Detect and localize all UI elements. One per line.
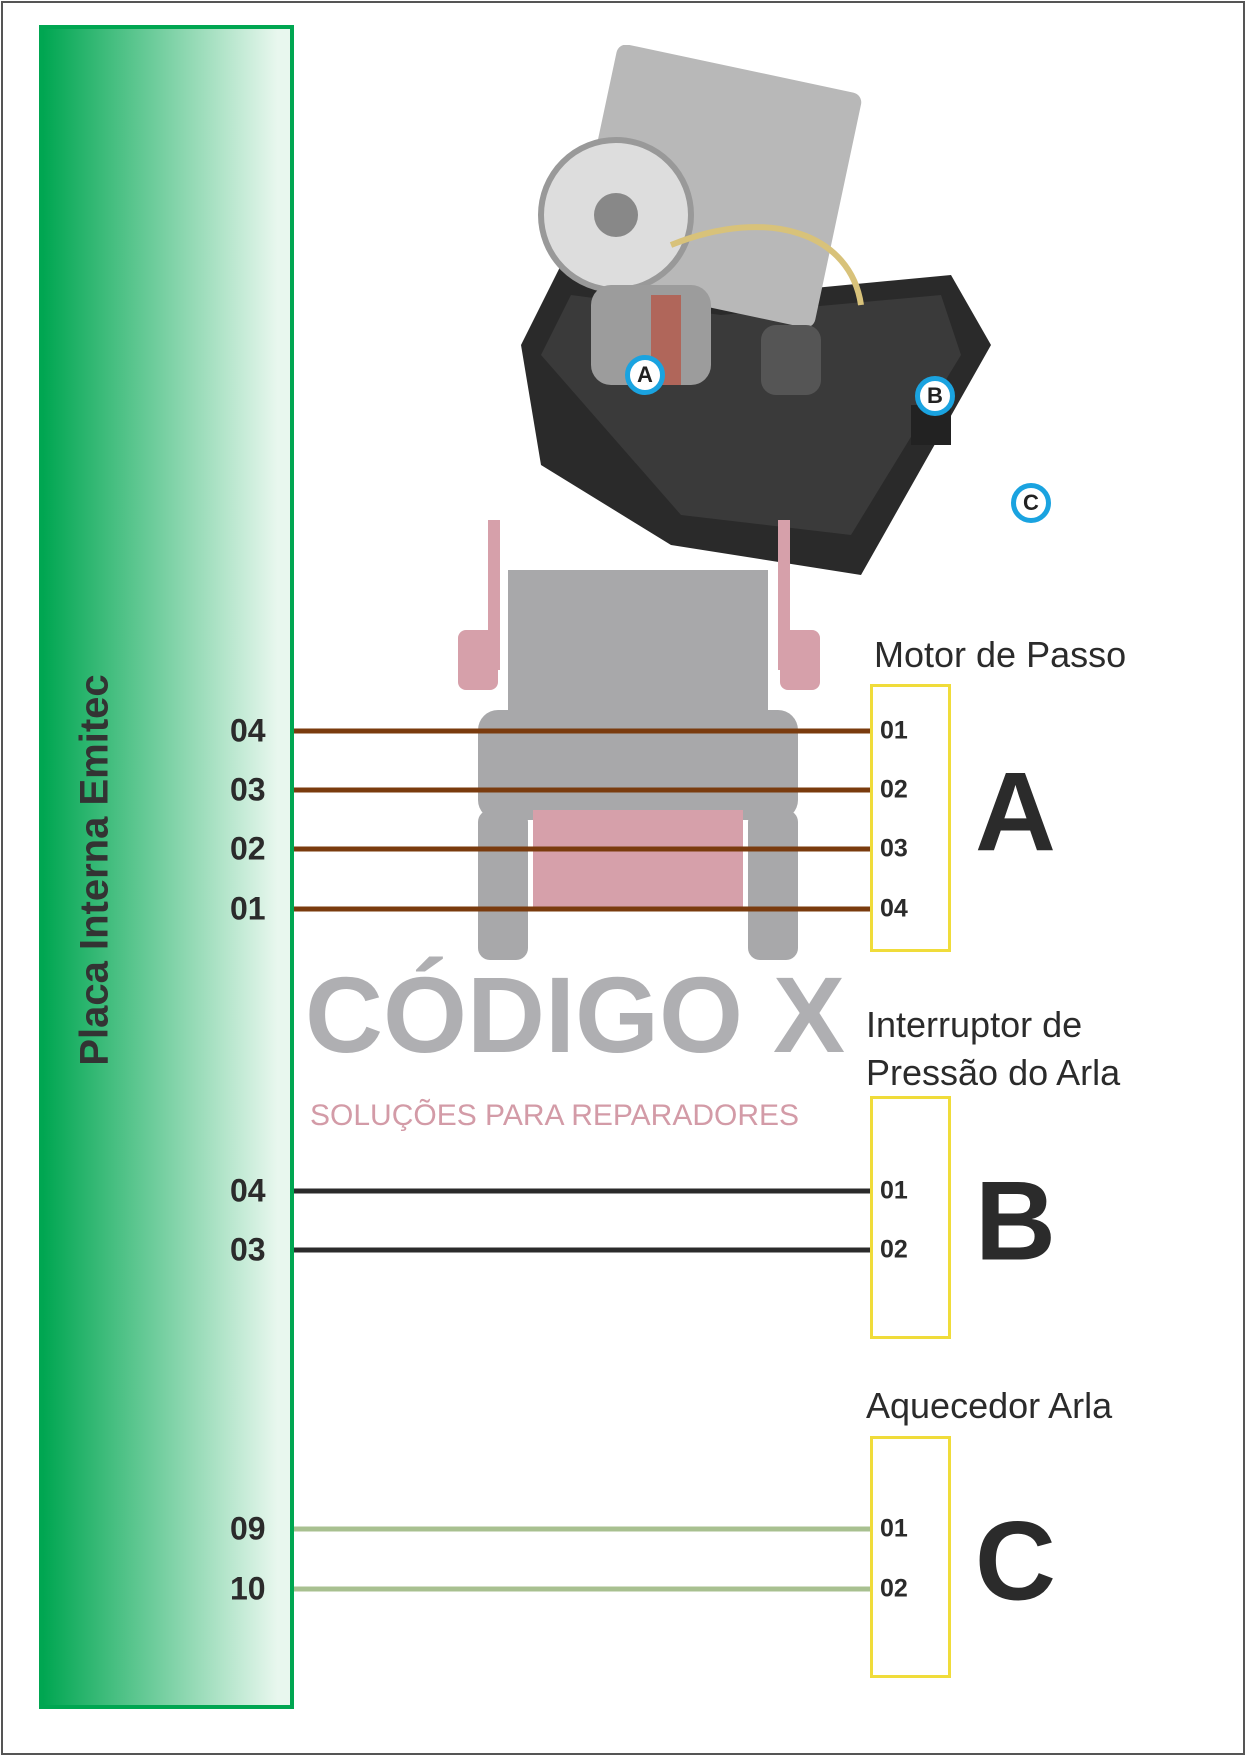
- connector-pin-label: 02: [880, 1574, 908, 1603]
- board-title: Placa Interna Emitec: [72, 674, 117, 1066]
- connector-pin-label: 03: [880, 834, 908, 863]
- wire: [294, 1188, 870, 1194]
- board-panel: [39, 25, 294, 1709]
- wire: [294, 1247, 870, 1253]
- connector-pin-label: 01: [880, 1514, 908, 1543]
- wire: [294, 787, 870, 793]
- wire: [294, 1526, 870, 1532]
- board-pin-label: 03: [230, 771, 266, 808]
- component-a-letter: A: [975, 749, 1056, 875]
- connector-pin-label: 02: [880, 775, 908, 804]
- board-pin-label: 10: [230, 1570, 266, 1607]
- board-pin-label: 04: [230, 1172, 266, 1209]
- wire: [294, 728, 870, 734]
- connector-pin-label: 01: [880, 1176, 908, 1205]
- component-b-title-2: Pressão do Arla: [866, 1052, 1121, 1093]
- callout-b: B: [915, 376, 955, 416]
- connector-pin-label: 01: [880, 716, 908, 745]
- wire: [294, 906, 870, 912]
- board-pin-label: 02: [230, 830, 266, 867]
- callout-c: C: [1011, 483, 1051, 523]
- wire: [294, 1586, 870, 1592]
- component-a-title: Motor de Passo: [874, 634, 1127, 675]
- connector-b: [870, 1096, 951, 1339]
- connector-pin-label: 04: [880, 894, 908, 923]
- component-c-title: Aquecedor Arla: [866, 1385, 1113, 1426]
- callout-a: A: [625, 355, 665, 395]
- component-b-title-1: Interruptor de: [866, 1004, 1083, 1045]
- connector-pin-label: 02: [880, 1235, 908, 1264]
- board-pin-label: 01: [230, 890, 266, 927]
- board-pin-label: 03: [230, 1231, 266, 1268]
- connector-c: [870, 1436, 951, 1678]
- wire: [294, 846, 870, 852]
- connector-a: [870, 684, 951, 952]
- board-pin-label: 04: [230, 712, 266, 749]
- component-c-letter: C: [975, 1498, 1056, 1624]
- component-b-letter: B: [975, 1158, 1056, 1284]
- board-pin-label: 09: [230, 1510, 266, 1547]
